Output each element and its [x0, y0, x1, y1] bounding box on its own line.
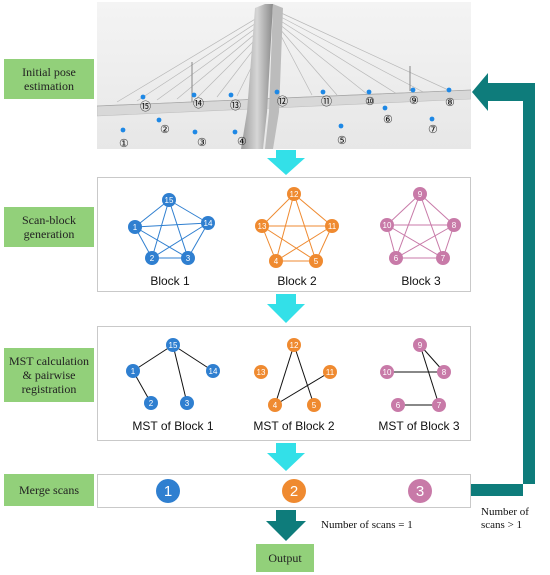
m2-node-4: 4 — [273, 401, 278, 410]
stage-output-label: Output — [256, 544, 314, 572]
m3-node-7: 7 — [437, 401, 442, 410]
merged-label-2: 2 — [290, 483, 298, 500]
scan-label-2: ② — [160, 124, 170, 136]
down-arrow-2 — [267, 294, 305, 323]
b2-node-11: 11 — [328, 222, 337, 231]
m2-node-12: 12 — [290, 341, 299, 350]
mst-2-caption: MST of Block 2 — [253, 419, 334, 433]
scan-label-8: ⑧ — [445, 97, 455, 109]
merge-panel: 1 2 3 — [97, 474, 471, 508]
b2-node-5: 5 — [314, 257, 319, 266]
b2-node-4: 4 — [274, 257, 279, 266]
mst-1-caption: MST of Block 1 — [132, 419, 213, 433]
down-arrow-3 — [267, 443, 305, 471]
block-2-graph — [261, 193, 333, 262]
bridge-scan-panel: ① ② ③ ④ ⑤ ⑥ ⑦ ⑧ ⑨ ⑩ ⑪ ⑫ ⑬ ⑭ ⑮ — [96, 2, 472, 150]
b3-node-10: 10 — [383, 221, 392, 230]
loop-arrow — [471, 73, 535, 496]
m1-node-15: 15 — [169, 341, 178, 350]
block-1-nodes — [128, 193, 215, 265]
b2-node-12: 12 — [290, 190, 299, 199]
scan-label-5: ⑤ — [337, 135, 347, 147]
b2-node-13: 13 — [258, 222, 267, 231]
merged-label-3: 3 — [416, 483, 424, 500]
scan-label-14: ⑭ — [193, 97, 204, 110]
condition-greater-one: Number of scans > 1 — [481, 506, 529, 531]
merged-block-1 — [156, 479, 180, 503]
scan-label-9: ⑨ — [409, 95, 419, 107]
m3-node-10: 10 — [383, 368, 392, 377]
scan-label-4: ④ — [237, 136, 247, 148]
m2-node-5: 5 — [312, 401, 317, 410]
scan-block-panel: 15 1 14 2 3 12 13 11 4 5 — [97, 177, 471, 292]
mst-panel: 15 1 14 2 3 12 13 11 4 5 — [97, 326, 471, 441]
m2-node-13: 13 — [257, 368, 266, 377]
scan-label-12: ⑫ — [277, 95, 288, 108]
mst-2-edges — [274, 344, 331, 406]
stage-mst-label: MST calculation & pairwise registration — [4, 348, 94, 402]
b1-node-15: 15 — [165, 196, 174, 205]
mst-3-nodes — [380, 338, 451, 412]
scan-label-15: ⑮ — [140, 100, 151, 113]
block-1-graph — [134, 199, 209, 259]
scan-label-1: ① — [119, 138, 129, 149]
b1-node-1: 1 — [133, 223, 138, 232]
stage-merge-label: Merge scans — [4, 474, 94, 506]
mst-1-edges — [132, 344, 214, 404]
scan-points — [120, 87, 452, 135]
scan-label-3: ③ — [197, 137, 207, 149]
block-3-nodes — [380, 187, 461, 265]
scan-number-labels: ① ② ③ ④ ⑤ ⑥ ⑦ ⑧ ⑨ ⑩ ⑪ ⑫ ⑬ ⑭ ⑮ — [119, 95, 455, 150]
m1-node-2: 2 — [149, 399, 154, 408]
mst-3-edges — [387, 344, 445, 406]
b1-node-14: 14 — [204, 219, 213, 228]
block-3-graph — [386, 193, 455, 259]
b3-node-6: 6 — [394, 254, 399, 263]
scan-label-10: ⑩ — [365, 96, 375, 108]
merged-blocks: 1 2 3 — [156, 479, 432, 503]
mst-1-nodes — [126, 338, 220, 410]
m1-node-3: 3 — [185, 399, 190, 408]
mst-graphs: 15 1 14 2 3 12 13 11 4 5 — [126, 338, 460, 433]
m3-node-8: 8 — [442, 368, 447, 377]
block-3-caption: Block 3 — [401, 274, 441, 288]
scan-label-6: ⑥ — [383, 114, 393, 126]
merged-block-3 — [408, 479, 432, 503]
output-arrow — [266, 510, 306, 541]
m1-node-1: 1 — [131, 367, 136, 376]
m1-node-14: 14 — [209, 367, 218, 376]
scan-label-13: ⑬ — [230, 99, 241, 112]
condition-equal-one: Number of scans = 1 — [321, 519, 413, 531]
scan-label-11: ⑪ — [321, 95, 332, 108]
m2-node-11: 11 — [326, 368, 335, 377]
b1-node-2: 2 — [150, 254, 155, 263]
block-2-caption: Block 2 — [277, 274, 317, 288]
m3-node-9: 9 — [418, 341, 423, 350]
mst-2-nodes — [254, 338, 337, 412]
merged-block-2 — [282, 479, 306, 503]
down-arrow-1 — [267, 150, 305, 175]
b3-node-8: 8 — [452, 221, 457, 230]
block-1-caption: Block 1 — [150, 274, 190, 288]
bridge-illustration: ① ② ③ ④ ⑤ ⑥ ⑦ ⑧ ⑨ ⑩ ⑪ ⑫ ⑬ ⑭ ⑮ — [96, 2, 472, 150]
stage-initial-pose-label: Initial pose estimation — [4, 59, 94, 99]
mst-3-caption: MST of Block 3 — [378, 419, 459, 433]
m3-node-6: 6 — [396, 401, 401, 410]
b3-node-7: 7 — [441, 254, 446, 263]
stage-scan-block-label: Scan-block generation — [4, 207, 94, 247]
b3-node-9: 9 — [418, 190, 423, 199]
b1-node-3: 3 — [186, 254, 191, 263]
block-graphs: 15 1 14 2 3 12 13 11 4 5 — [128, 187, 461, 288]
block-2-nodes — [255, 187, 339, 268]
merged-label-1: 1 — [164, 483, 172, 500]
scan-label-7: ⑦ — [428, 124, 438, 136]
